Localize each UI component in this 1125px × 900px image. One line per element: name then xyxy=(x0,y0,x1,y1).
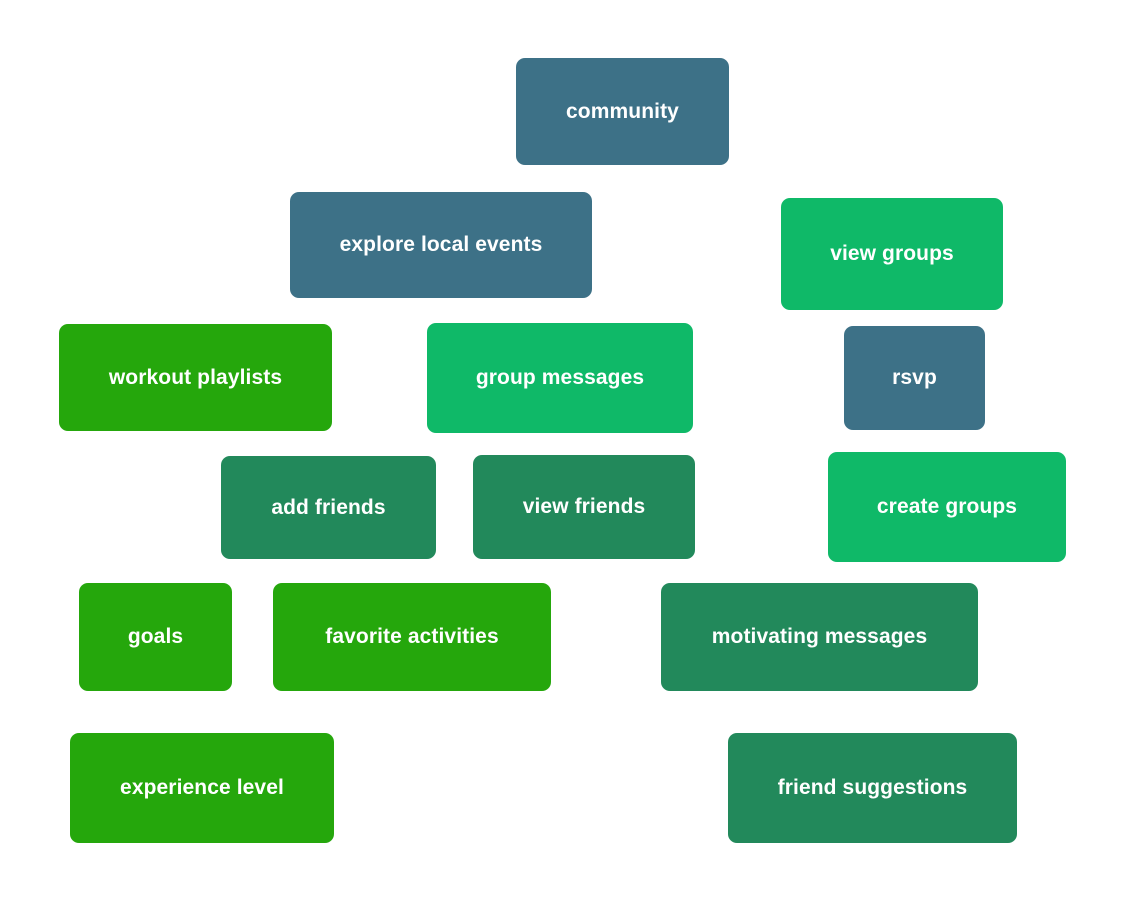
node-label: view groups xyxy=(830,242,954,266)
node-favorite-activities[interactable]: favorite activities xyxy=(273,583,551,691)
node-label: view friends xyxy=(522,495,646,519)
node-label: motivating messages xyxy=(711,625,928,649)
node-label: goals xyxy=(127,625,184,649)
node-experience-level[interactable]: experience level xyxy=(70,733,334,843)
node-friend-suggestions[interactable]: friend suggestions xyxy=(728,733,1017,843)
node-group-messages[interactable]: group messages xyxy=(427,323,693,433)
node-label: group messages xyxy=(475,366,645,390)
node-explore-local-events[interactable]: explore local events xyxy=(290,192,592,298)
node-rsvp[interactable]: rsvp xyxy=(844,326,985,430)
node-label: favorite activities xyxy=(325,625,499,649)
node-label: workout playlists xyxy=(108,365,283,389)
node-view-friends[interactable]: view friends xyxy=(473,455,695,559)
node-workout-playlists[interactable]: workout playlists xyxy=(59,324,332,431)
node-label: explore local events xyxy=(339,233,543,257)
node-label: friend suggestions xyxy=(777,776,968,800)
node-label: community xyxy=(566,99,679,123)
node-motivating-messages[interactable]: motivating messages xyxy=(661,583,978,691)
node-create-groups[interactable]: create groups xyxy=(828,452,1066,562)
node-label: add friends xyxy=(271,495,386,519)
node-goals[interactable]: goals xyxy=(79,583,232,691)
node-label: rsvp xyxy=(892,366,937,390)
node-community[interactable]: community xyxy=(516,58,729,165)
node-label: create groups xyxy=(876,495,1018,519)
node-add-friends[interactable]: add friends xyxy=(221,456,436,559)
node-view-groups[interactable]: view groups xyxy=(781,198,1003,310)
node-label: experience level xyxy=(120,776,284,800)
